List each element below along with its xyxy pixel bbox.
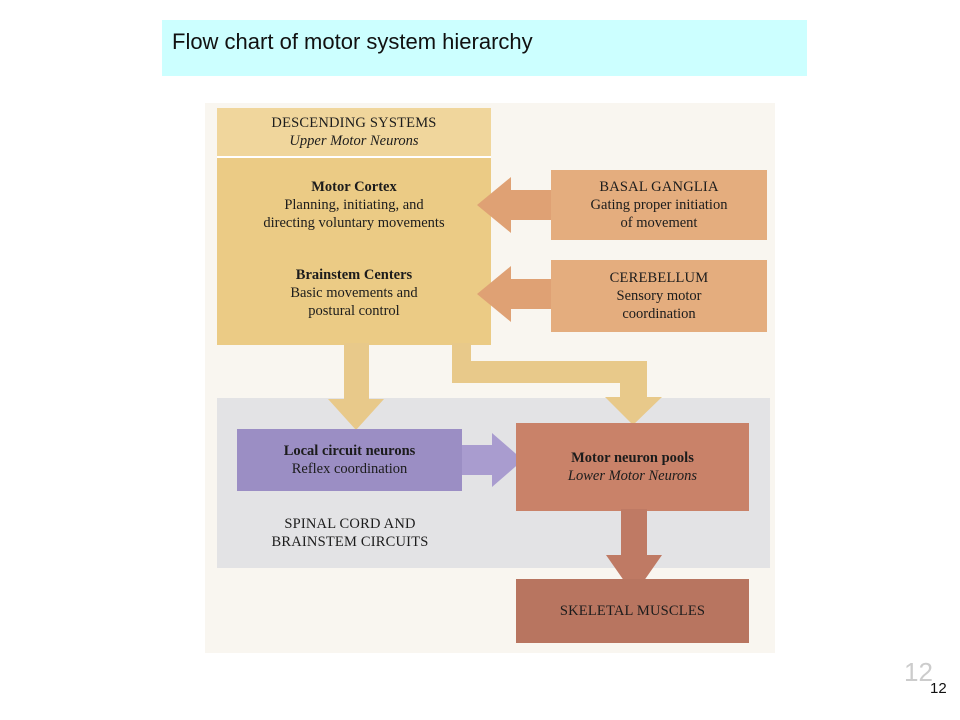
spinal-cord-label: SPINAL CORD AND BRAINSTEM CIRCUITS bbox=[255, 513, 445, 553]
basal-ganglia-line-2: of movement bbox=[620, 215, 698, 231]
basal-ganglia-label: BASAL GANGLIA Gating proper initiation o… bbox=[551, 170, 767, 240]
skeletal-muscles-box bbox=[516, 579, 749, 643]
page-number-watermark: 12 bbox=[904, 657, 933, 687]
local-circuit-box bbox=[237, 429, 462, 491]
cerebellum-label: CEREBELLUM Sensory motor coordination bbox=[551, 260, 767, 332]
motor-pools-heading: Motor neuron pools bbox=[571, 450, 694, 466]
brainstem-heading: Brainstem Centers bbox=[295, 267, 413, 283]
local-circuit-heading: Local circuit neurons bbox=[283, 443, 416, 459]
motor-cortex-line-2: directing voluntary movements bbox=[263, 215, 445, 231]
cerebellum-box bbox=[551, 260, 767, 332]
spinal-cord-line-2: BRAINSTEM CIRCUITS bbox=[271, 534, 429, 550]
slide-title-bar: Flow chart of motor system hierarchy bbox=[162, 20, 807, 76]
page-number: 12 bbox=[930, 680, 947, 697]
motor-cortex-line-1: Planning, initiating, and bbox=[284, 197, 424, 213]
descending-header-box bbox=[217, 108, 491, 156]
basal-ganglia-box bbox=[551, 170, 767, 240]
motor-pools-subheading: Lower Motor Neurons bbox=[567, 468, 698, 484]
skeletal-muscles-heading: SKELETAL MUSCLES bbox=[559, 603, 706, 619]
spinal-cord-line-1: SPINAL CORD AND bbox=[284, 516, 416, 532]
local-to-motorpool-arrow bbox=[462, 433, 523, 487]
descending-heading: DESCENDING SYSTEMS bbox=[271, 115, 437, 131]
cerebellum-heading: CEREBELLUM bbox=[609, 270, 709, 286]
local-circuit-label: Local circuit neurons Reflex coordinatio… bbox=[237, 429, 462, 491]
brainstem-line-1: Basic movements and bbox=[290, 285, 418, 301]
brainstem-line-2: postural control bbox=[308, 303, 400, 319]
motor-cortex-label: Motor Cortex Planning, initiating, and d… bbox=[217, 175, 491, 235]
local-circuit-line-1: Reflex coordination bbox=[291, 461, 408, 477]
brainstem-centers-label: Brainstem Centers Basic movements and po… bbox=[217, 263, 491, 323]
slide-title: Flow chart of motor system hierarchy bbox=[172, 29, 533, 54]
skeletal-muscles-label: SKELETAL MUSCLES bbox=[516, 579, 749, 643]
descending-systems-label: DESCENDING SYSTEMS Upper Motor Neurons bbox=[217, 108, 491, 156]
descending-to-local-arrow bbox=[328, 343, 384, 430]
basal-ganglia-heading: BASAL GANGLIA bbox=[599, 179, 719, 195]
descending-to-motorpool-arrow bbox=[452, 343, 662, 425]
motorpool-to-muscles-arrow bbox=[606, 509, 662, 595]
diagram-shapes bbox=[205, 103, 775, 653]
cerebellum-line-1: Sensory motor bbox=[616, 288, 702, 304]
motor-neuron-pools-box bbox=[516, 423, 749, 511]
descending-subheading: Upper Motor Neurons bbox=[289, 133, 419, 149]
motor-neuron-pools-label: Motor neuron pools Lower Motor Neurons bbox=[516, 423, 749, 511]
basal-ganglia-line-1: Gating proper initiation bbox=[590, 197, 728, 213]
motor-cortex-heading: Motor Cortex bbox=[311, 179, 397, 195]
motor-hierarchy-diagram: DESCENDING SYSTEMS Upper Motor Neurons M… bbox=[205, 103, 775, 653]
cerebellum-line-2: coordination bbox=[622, 306, 696, 322]
cerebellum-arrow bbox=[477, 266, 551, 322]
upper-motor-block bbox=[217, 158, 491, 345]
basal-ganglia-arrow bbox=[477, 177, 551, 233]
